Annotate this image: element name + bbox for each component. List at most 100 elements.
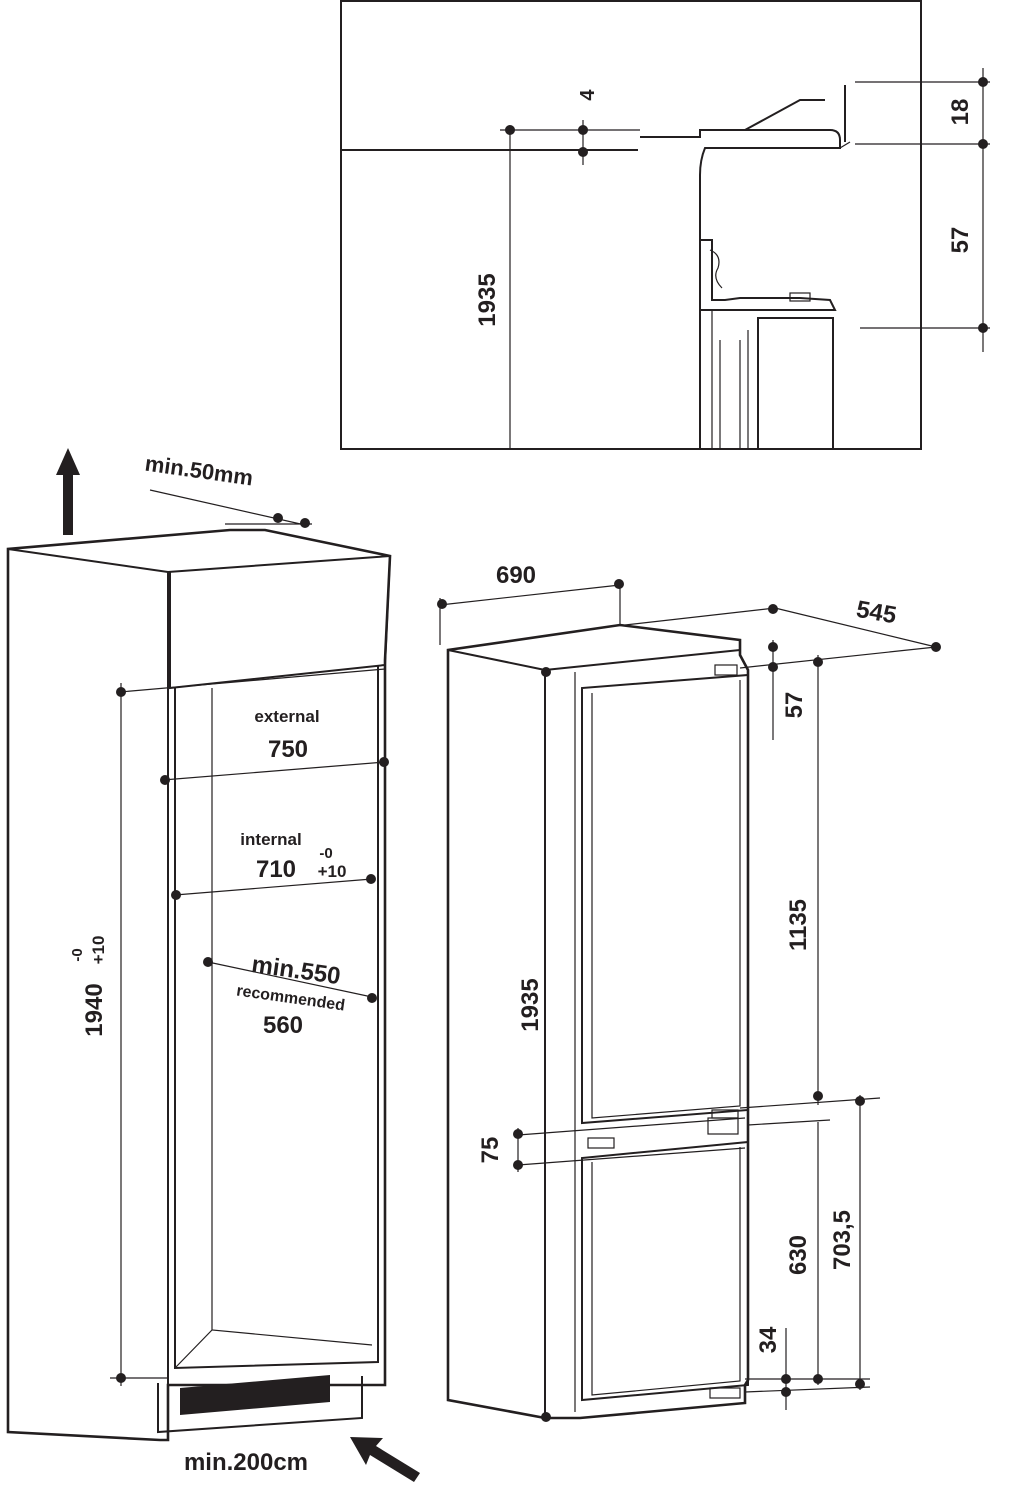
fridge-door: [581, 673, 749, 1125]
appliance-door-gap: 75: [477, 1137, 504, 1164]
cabinet-height-tol-bottom: +10: [89, 936, 108, 965]
cabinet-min-top-gap: min.50mm: [143, 451, 254, 491]
appliance-fridge-door: 1135: [785, 899, 812, 951]
cabinet-height-tol-top: -0: [69, 948, 86, 961]
ext-line: [517, 1147, 746, 1166]
dim-dot: [116, 687, 126, 697]
appliance-outline: [446, 623, 750, 1420]
appliance-total-height: 1935: [517, 978, 544, 1031]
dim-dot: [578, 147, 588, 157]
cabinet-internal-value: 710: [256, 856, 296, 883]
dim-dot: [513, 1160, 523, 1170]
appliance-body: [757, 317, 834, 450]
dim-dot: [931, 642, 941, 652]
up-arrow-icon: [56, 448, 80, 535]
dim-dot: [813, 1091, 823, 1101]
plinth: [157, 1376, 363, 1434]
dim-dot: [978, 139, 988, 149]
dim-dot: [203, 957, 213, 967]
detail-view: 4 1935 18 57: [340, 0, 990, 450]
cabinet-internal-label: internal: [240, 830, 301, 849]
dim-dot: [768, 604, 778, 614]
dim-dot: [578, 125, 588, 135]
detail-dim-height: 1935: [474, 273, 501, 326]
dim-dot: [273, 513, 283, 523]
dim-dot: [366, 874, 376, 884]
dim-dot: [855, 1379, 865, 1389]
dim-dot: [367, 993, 377, 1003]
ext-line: [624, 607, 776, 626]
dim-dot: [813, 657, 823, 667]
dim-dot: [300, 518, 310, 528]
freezer-door: [581, 1140, 749, 1402]
dim-dot: [768, 642, 778, 652]
dim-dot: [978, 323, 988, 333]
hinge-bracket: [640, 129, 841, 449]
dim-dot: [160, 775, 170, 785]
appliance-depth: 690: [496, 562, 536, 589]
cabinet-recommended-value: 560: [263, 1012, 303, 1039]
appliance-width: 545: [854, 596, 898, 630]
cabinet-view: min.50mm external 750 internal 710 -0 +1…: [6, 448, 420, 1482]
cabinet-internal-tol-top: -0: [319, 845, 332, 862]
detail-dim-hinge: 57: [947, 227, 974, 254]
dim-dot: [781, 1387, 791, 1397]
ext-line: [744, 1386, 871, 1393]
cabinet-top-face: [7, 548, 391, 574]
top-front-edge: [447, 649, 546, 671]
cabinet-min-vent: min.200cm: [184, 1449, 308, 1476]
dim-dot: [781, 1374, 791, 1384]
detail-frame: [340, 0, 922, 450]
ext-line: [747, 1119, 831, 1126]
dim-dot: [171, 890, 181, 900]
dim-dot: [379, 757, 389, 767]
hinge-body: [700, 239, 837, 311]
cabinet-min-depth: min.550: [250, 951, 342, 990]
mid-hinge-2: [711, 1109, 739, 1119]
cabinet-external-value: 750: [268, 736, 308, 763]
top-panel: [169, 555, 391, 690]
fridge-door-inner: [591, 680, 741, 1119]
top-hinge: [714, 664, 738, 676]
bottom-hinge: [709, 1387, 741, 1399]
handle: [587, 1137, 615, 1149]
niche-floor: [174, 1329, 213, 1369]
vent-grille: [180, 1375, 330, 1415]
detail-dim-top: 18: [947, 99, 974, 126]
dim-dot: [541, 667, 551, 677]
appliance-top-to-hinge: 57: [781, 692, 808, 719]
hinge-upright-2: [839, 141, 851, 149]
appliance-freezer-door: 630: [785, 1235, 812, 1275]
cabinet-external-label: external: [254, 707, 319, 726]
dim-dot: [768, 662, 778, 672]
dim-dot: [541, 1412, 551, 1422]
appliance-view: 690 545 57 1135 1935 75 630: [437, 562, 941, 1422]
appliance-freezer-total: 703,5: [829, 1210, 856, 1270]
hinge-wedge: [744, 99, 825, 131]
cabinet-outline: [6, 528, 392, 1442]
dim-dot: [513, 1129, 523, 1139]
hinge-knob: [709, 249, 723, 289]
ext-line: [119, 668, 386, 693]
appliance-bottom: 34: [755, 1326, 782, 1353]
ext-line: [517, 1117, 746, 1136]
dim-depth-line: [439, 584, 621, 606]
dim-depth-line: [207, 961, 373, 998]
top-side-edge: [544, 649, 741, 671]
cabinet-height-value: 1940: [81, 983, 108, 1036]
detail-dim-gap: 4: [577, 89, 599, 101]
niche: [174, 665, 379, 1370]
dim-external-line: [162, 761, 386, 781]
dim-dot: [978, 77, 988, 87]
cabinet-internal-tol-bottom: +10: [318, 862, 347, 881]
dim-width-line: [774, 607, 937, 648]
freezer-door-inner: [591, 1147, 741, 1396]
dim-dot: [855, 1096, 865, 1106]
vent-arrow-icon: [350, 1437, 420, 1482]
dim-internal-line: [174, 878, 373, 896]
dim-dot: [116, 1373, 126, 1383]
dim-dot: [614, 579, 624, 589]
dim-dot: [437, 599, 447, 609]
hinge-screw: [789, 292, 811, 302]
